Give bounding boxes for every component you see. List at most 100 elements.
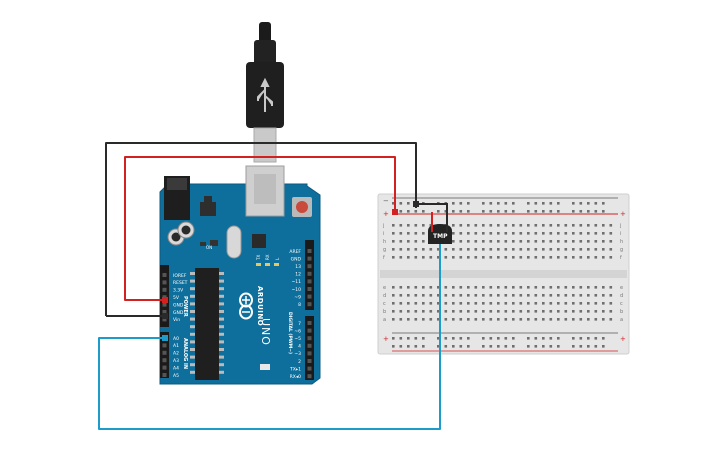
rail-hole — [497, 337, 500, 340]
rail-hole — [437, 210, 440, 213]
rail-hole — [482, 337, 485, 340]
header-pin[interactable] — [307, 343, 312, 348]
reset-button[interactable] — [296, 201, 308, 213]
strip-hole — [429, 294, 433, 297]
rail-hole — [407, 345, 410, 348]
strip-hole — [512, 286, 515, 289]
voltage-regulator-tab — [204, 196, 212, 202]
strip-hole — [564, 232, 568, 235]
strip-hole — [497, 294, 500, 297]
strip-hole — [557, 240, 560, 243]
usb-icon — [257, 77, 273, 112]
header-pin[interactable] — [307, 271, 312, 276]
strip-hole — [564, 224, 568, 227]
row-letter: i — [383, 231, 384, 237]
wire-black-sensor — [416, 203, 448, 232]
header-pin[interactable] — [162, 310, 167, 314]
strip-hole — [527, 294, 530, 297]
rail-hole — [437, 337, 440, 340]
strip-hole — [407, 240, 410, 243]
strip-hole — [602, 256, 605, 259]
rail-hole — [459, 210, 463, 213]
strip-hole — [587, 224, 590, 227]
header-pin[interactable] — [307, 328, 312, 333]
strip-hole — [564, 318, 568, 321]
power-section-title: POWER — [182, 296, 188, 317]
arduino-uno-board: TX RX L ARDUINO UNO ON IOREFRESET3.3V5VG… — [159, 165, 321, 385]
header-pin[interactable] — [307, 264, 312, 269]
strip-hole — [497, 318, 500, 321]
row-letter: a — [383, 317, 386, 323]
digital-pin-label: ~3 — [294, 351, 301, 357]
chip-pin — [219, 302, 224, 306]
strip-hole — [474, 248, 478, 251]
strip-hole — [399, 256, 403, 259]
strip-hole — [557, 232, 560, 235]
strip-hole — [474, 294, 478, 297]
analog-pin-label: A4 — [173, 365, 179, 371]
row-letter: e — [383, 285, 386, 291]
wire-red-5v — [124, 156, 396, 301]
header-pin[interactable] — [307, 294, 312, 299]
rail-hole — [392, 202, 395, 205]
rail-hole — [572, 210, 575, 213]
strip-hole — [399, 310, 403, 313]
header-pin[interactable] — [307, 256, 312, 261]
header-pin[interactable] — [307, 249, 312, 253]
strip-hole — [594, 302, 598, 305]
header-pin[interactable] — [307, 336, 312, 341]
strip-hole — [399, 286, 403, 289]
header-pin[interactable] — [162, 373, 167, 377]
chip-pin — [190, 317, 195, 321]
header-pin[interactable] — [162, 302, 167, 307]
strip-hole — [497, 232, 500, 235]
analog-pin-label: A3 — [173, 358, 179, 364]
header-pin[interactable] — [307, 279, 312, 284]
header-pin[interactable] — [162, 358, 167, 363]
header-pin[interactable] — [307, 359, 312, 363]
strip-hole — [594, 224, 598, 227]
strip-hole — [542, 286, 545, 289]
header-pin[interactable] — [307, 374, 312, 379]
rail-hole — [414, 210, 418, 213]
power-pin-label: GND — [173, 302, 184, 308]
strip-hole — [474, 286, 478, 289]
strip-hole — [407, 232, 410, 235]
strip-hole — [474, 302, 478, 305]
header-pin[interactable] — [162, 287, 167, 292]
header-pin[interactable] — [307, 321, 312, 325]
strip-hole — [482, 224, 485, 227]
header-pin[interactable] — [307, 351, 312, 356]
strip-hole — [482, 302, 485, 305]
rail-hole — [587, 210, 590, 213]
header-pin[interactable] — [162, 350, 167, 355]
rail-hole — [549, 210, 553, 213]
digital-pin-label: GND — [291, 256, 302, 262]
strip-hole — [422, 240, 425, 243]
usb-controller-chip — [252, 234, 266, 248]
chip-pin — [219, 340, 224, 344]
strip-hole — [392, 256, 395, 259]
strip-hole — [497, 240, 500, 243]
header-pin[interactable] — [307, 302, 312, 307]
header-pin[interactable] — [162, 343, 167, 348]
digital-pin-label: ~9 — [294, 294, 301, 300]
header-pin[interactable] — [307, 366, 312, 371]
header-pin[interactable] — [162, 280, 167, 285]
smd-component-2 — [210, 240, 218, 246]
header-pin[interactable] — [307, 287, 312, 291]
rail-hole — [534, 210, 538, 213]
strip-hole — [504, 256, 508, 259]
rail-hole — [444, 210, 448, 213]
header-pin[interactable] — [162, 273, 167, 277]
row-letter: j — [382, 223, 384, 229]
strip-hole — [534, 240, 538, 243]
top-rail-plus-right: + — [620, 210, 626, 218]
strip-hole — [452, 318, 455, 321]
wire-end-gnd — [162, 313, 168, 319]
rail-hole — [467, 337, 470, 340]
strip-hole — [549, 286, 553, 289]
strip-hole — [557, 286, 560, 289]
header-pin[interactable] — [162, 317, 167, 322]
header-pin[interactable] — [162, 365, 167, 370]
